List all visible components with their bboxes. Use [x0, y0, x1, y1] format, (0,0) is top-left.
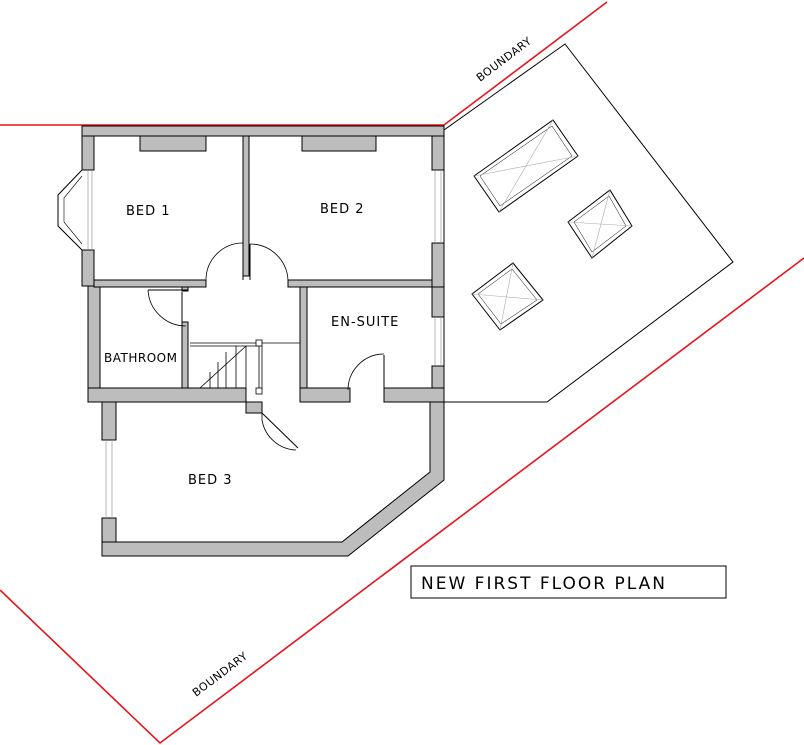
wall-bed1-bed2	[242, 135, 250, 277]
bay-window-bed1	[57, 169, 93, 251]
wall-mid-landing-step	[245, 401, 263, 414]
wall-bed2-bottom	[287, 279, 433, 288]
rooflight-1	[473, 119, 579, 213]
roof-terrace-outline	[443, 43, 734, 403]
wall-right-2	[431, 242, 445, 288]
wall-mid-left	[87, 387, 247, 403]
wall-right-3	[431, 286, 445, 318]
title-block: NEW FIRST FLOOR PLAN	[410, 565, 727, 599]
room-label-bed2: BED 2	[320, 202, 365, 217]
wall-bed3-left-upper	[101, 401, 117, 441]
wall-top-pier-1	[139, 135, 207, 152]
wall-bed1-bottom	[93, 279, 207, 288]
wall-top-outer	[81, 125, 445, 137]
doors	[147, 240, 385, 451]
rooflight-2	[567, 189, 633, 259]
boundary-label-top: BOUNDARY	[474, 34, 534, 84]
wall-mid-far-right	[383, 387, 445, 403]
wall-ensuite-left	[299, 286, 308, 389]
room-label-ensuite: EN-SUITE	[331, 315, 399, 330]
boundary-label-bottom: BOUNDARY	[190, 649, 250, 699]
wall-top-pier-2	[301, 135, 377, 152]
wall-left-bathroom	[87, 285, 101, 403]
staircase	[190, 339, 300, 395]
walls	[81, 125, 445, 557]
wall-mid-right	[299, 387, 351, 403]
room-label-bed3: BED 3	[188, 473, 233, 488]
wall-left-upper-1	[81, 135, 95, 171]
wall-bathroom-right-top	[181, 286, 189, 292]
wall-right-1	[431, 135, 445, 171]
boundary-line-top	[0, 1, 608, 126]
windows	[105, 170, 442, 518]
drawing-title: NEW FIRST FLOOR PLAN	[421, 574, 667, 594]
wall-left-upper-2	[81, 249, 95, 287]
wall-bed3-outer	[101, 401, 445, 557]
rooflight-3	[471, 262, 544, 331]
wall-bathroom-right	[181, 321, 189, 389]
room-label-bed1: BED 1	[126, 204, 171, 219]
rooflights	[471, 119, 633, 331]
boundary-line-bottom	[0, 257, 804, 745]
room-label-bathroom: BATHROOM	[104, 351, 177, 365]
